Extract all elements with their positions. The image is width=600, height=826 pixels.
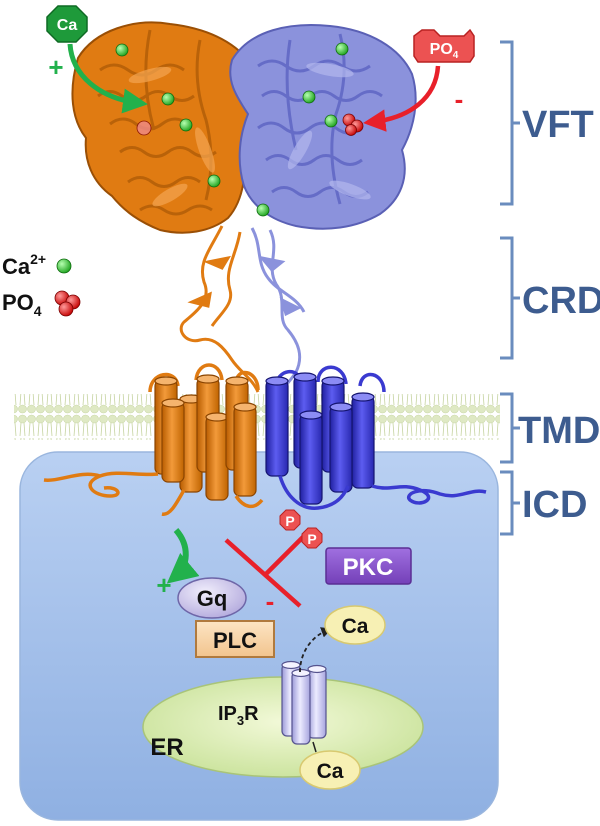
vft-domain: [71, 21, 417, 234]
phospho-tag-2: P: [307, 531, 316, 547]
svg-text:PO4: PO4: [2, 290, 42, 319]
gq-activation-arrow: [166, 528, 200, 584]
cell-membrane: [14, 394, 500, 440]
ca-stored-label: Ca: [317, 760, 344, 783]
ca-stored-bubble: [299, 750, 361, 790]
plc-box: [195, 620, 275, 658]
phosphate-effect-sign: -: [455, 84, 464, 114]
domain-label-icd: ICD: [522, 484, 588, 526]
svg-text:PO4: PO4: [430, 41, 459, 61]
phosphate-inhibition-arrow: [363, 65, 441, 132]
bracket-icd: [500, 470, 520, 536]
ip3r-label: IP: [218, 703, 237, 725]
domain-label-vft: VFT: [522, 104, 594, 146]
legend-calcium-symbol: [56, 258, 72, 274]
tm-helices-orange: [154, 374, 257, 501]
legend-phosphate-symbol: [54, 290, 81, 317]
calcium-ligand-label: Ca: [57, 17, 78, 34]
pkc-label: PKC: [343, 554, 394, 581]
pkc-inhibition-line: [224, 538, 302, 608]
svg-text:Ca2+: Ca2+: [2, 251, 46, 279]
calcium-activation-arrow: [67, 43, 148, 114]
legend-calcium-charge: 2+: [30, 251, 46, 267]
legend-phosphate-label: PO: [2, 290, 34, 315]
vft-subunit-blue: [229, 24, 417, 230]
legend-phosphate-subscript: 4: [34, 303, 42, 319]
phosphate-ligand-subscript: 4: [453, 50, 459, 61]
ca-stored-tick: [312, 741, 317, 753]
calcium-ligand: Ca +: [46, 5, 148, 114]
domain-label-crd: CRD: [522, 280, 600, 322]
gq-label: Gq: [197, 586, 228, 611]
domain-label-tmd: TMD: [518, 410, 600, 452]
calcium-effect-sign: +: [48, 52, 63, 82]
ip3r-subscript: 3: [237, 713, 244, 728]
gq-ellipse: [177, 577, 247, 619]
plc-label: PLC: [213, 628, 257, 653]
bound-phosphate: [136, 113, 364, 136]
ip3r-suffix: R: [244, 703, 259, 725]
pkc-box: [325, 547, 412, 585]
tmd-domain: [148, 363, 386, 505]
er-label: ER: [150, 734, 183, 761]
legend-calcium-label: Ca: [2, 254, 31, 279]
ip3r-channel: [281, 660, 327, 745]
gq-effect-sign: +: [156, 570, 171, 600]
pkc-effect-sign: -: [266, 586, 275, 616]
bracket-vft: [500, 40, 520, 206]
phosphate-ligand: PO4 -: [363, 28, 475, 132]
crd-domain: [179, 225, 306, 397]
ca-release-arrow: [299, 627, 333, 673]
svg-text:IP3R: IP3R: [218, 703, 259, 728]
phospho-tag-1: P: [285, 513, 294, 529]
legend: Ca2+ PO4: [2, 251, 81, 319]
ca-released-bubble: [324, 605, 386, 645]
bound-calcium-ions: [115, 42, 349, 217]
bracket-tmd: [500, 392, 520, 464]
domain-brackets: [500, 40, 520, 536]
bracket-crd: [500, 236, 520, 360]
icd-tails: [43, 471, 487, 516]
ca-released-label: Ca: [342, 615, 369, 638]
tm-helices-blue: [265, 372, 375, 505]
pkc-inhibition-bar: [262, 530, 310, 578]
phosphate-ligand-label: PO: [430, 41, 453, 58]
signaling-cascade: + - P P PKC Gq PLC ER IP3R: [142, 509, 424, 790]
